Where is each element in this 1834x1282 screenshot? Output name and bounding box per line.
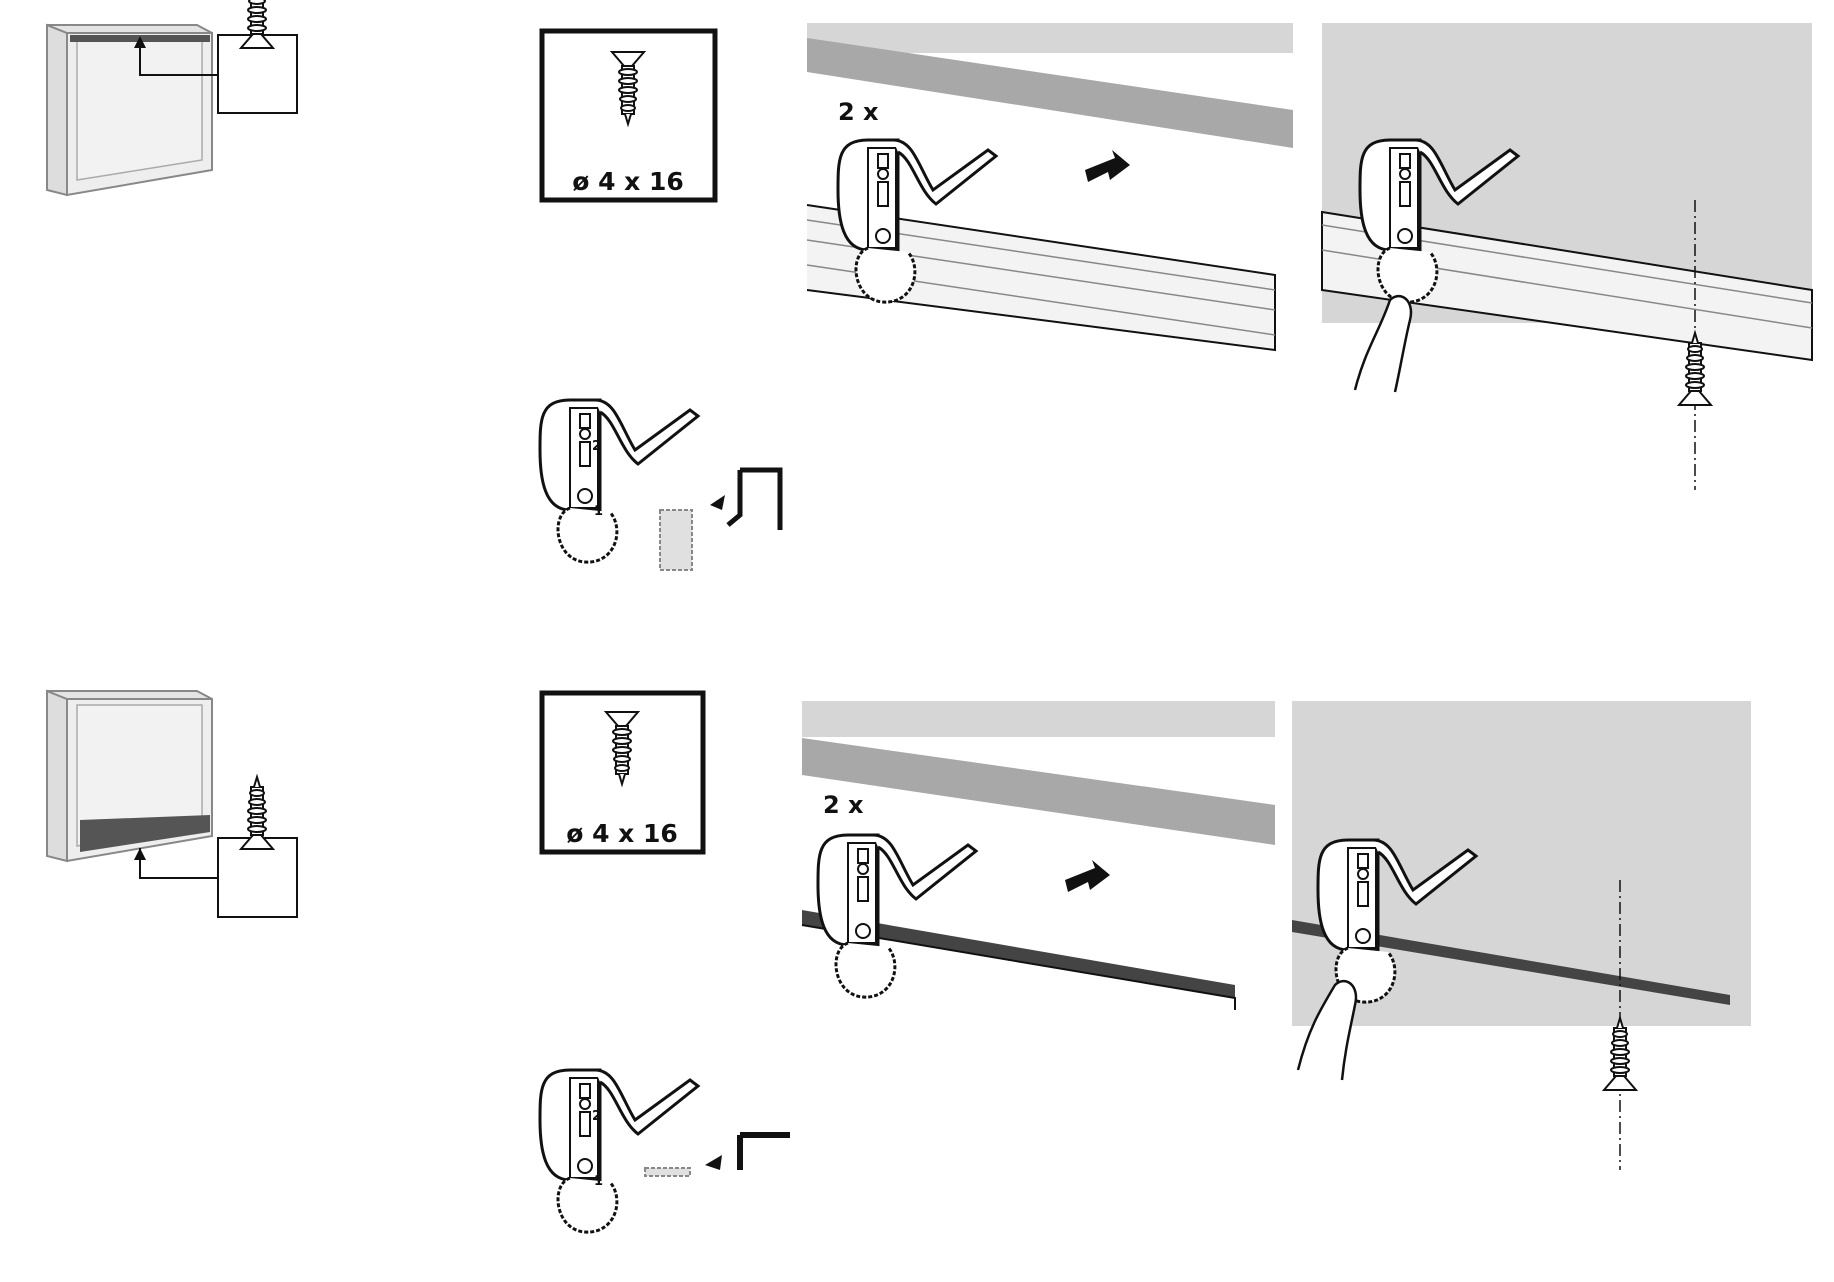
quantity-label: 2 x	[823, 791, 864, 819]
screw-spec-box: ø 4 x 16	[539, 690, 706, 855]
finger-icon	[1296, 979, 1358, 1081]
svg-text:2: 2	[592, 1109, 601, 1124]
screw-size-label: ø 4 x 16	[572, 167, 684, 196]
svg-text:1: 1	[594, 504, 603, 519]
quantity-label: 2 x	[838, 98, 879, 126]
screw-size-label: ø 4 x 16	[566, 819, 678, 848]
screw-callout-small	[217, 0, 298, 114]
clip-detail-top: 2 1	[538, 398, 783, 571]
screw-callout-small	[217, 776, 298, 918]
svg-text:1: 1	[594, 1174, 603, 1189]
screw-spec-box: ø 4 x 16	[539, 28, 718, 203]
direction-arrow-icon	[1065, 860, 1110, 892]
clip-detail-bottom: 2 1	[538, 1068, 790, 1234]
arrow-icon	[134, 848, 146, 860]
direction-arrow-icon	[1085, 150, 1130, 182]
cabinet-top-illustration	[46, 24, 218, 196]
rail-insert-panel: 2 x	[806, 23, 1293, 352]
svg-text:2: 2	[592, 439, 601, 454]
rail-fix-panel	[1321, 23, 1813, 490]
finger-icon	[1353, 294, 1413, 393]
rail-fix-panel-bottom	[1292, 701, 1751, 1170]
rail-insert-panel-bottom: 2 x	[801, 701, 1275, 1010]
arrow-icon	[134, 36, 146, 48]
cabinet-bottom-illustration	[46, 690, 218, 879]
